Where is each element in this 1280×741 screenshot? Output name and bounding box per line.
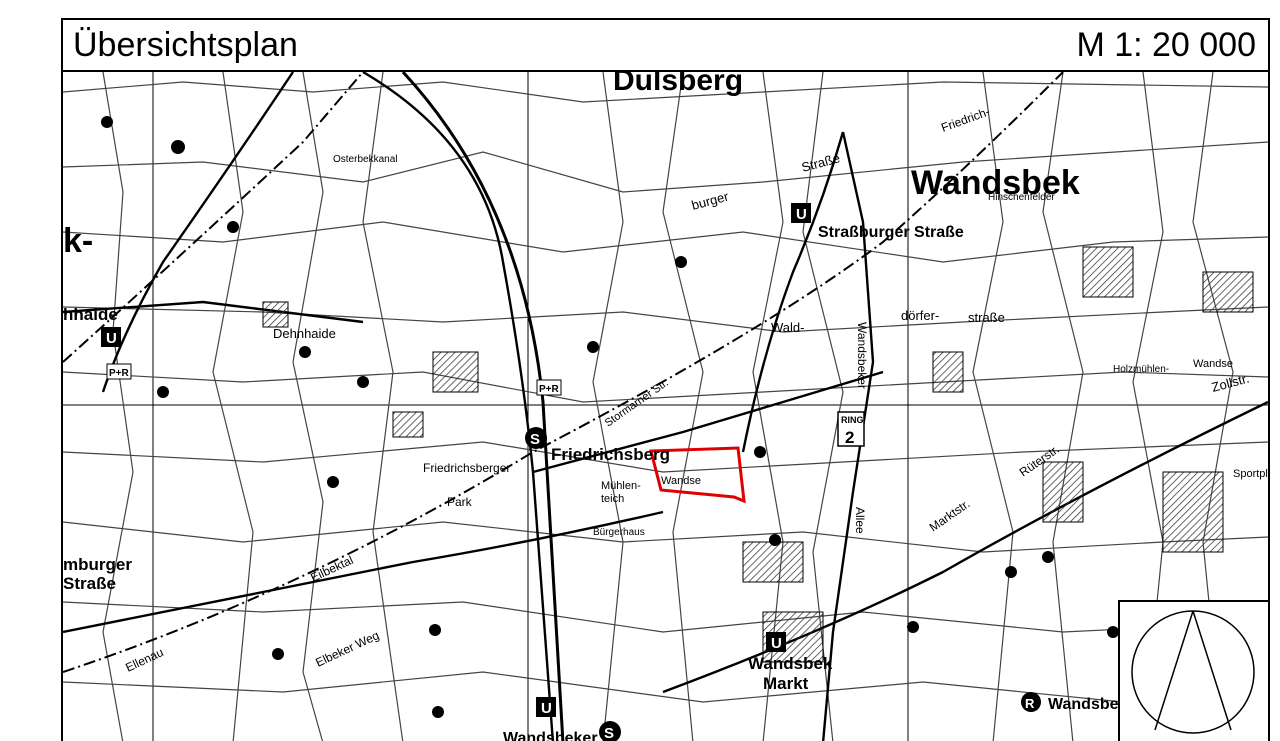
label-hinschenfelder: Hinschenfelder: [988, 192, 1055, 203]
label-wandsbeker: Wandsbeker: [855, 322, 869, 389]
label-muehlenteich-2: teich: [601, 493, 624, 505]
label-elbeker-weg: Elbeker Weg: [313, 628, 381, 670]
label-wald: Wald-: [771, 320, 804, 335]
ring-2-sign: RING 2: [837, 411, 865, 447]
city-map[interactable]: Dulsberg Wandsbek Straßburger Straße Fri…: [63, 72, 1268, 741]
highlighted-area[interactable]: [649, 446, 746, 504]
north-arrow-icon: [1131, 610, 1255, 734]
label-k-edge: k-: [63, 222, 93, 260]
label-burger: burger: [690, 189, 731, 213]
map-frame: Übersichtsplan M 1: 20 000: [61, 18, 1270, 741]
pr-label: P+R: [109, 368, 130, 379]
landmark-symbols: [101, 116, 1119, 718]
s-icon: S: [530, 431, 540, 448]
u-station-south[interactable]: U: [536, 697, 556, 717]
pr-sign-west: P+R: [106, 363, 132, 380]
label-wandse-east: Wandse: [1193, 358, 1233, 370]
railway: [63, 72, 1064, 673]
label-hamburger-edge: mburger: [63, 555, 132, 574]
subway-line: [401, 72, 565, 741]
s-station-south[interactable]: S: [599, 721, 621, 741]
s-icon: S: [604, 725, 614, 741]
label-friedrichsberger-park: Friedrichsberger: [423, 461, 510, 475]
label-sportpl: Sportpl.: [1233, 468, 1268, 480]
u-icon: U: [796, 206, 807, 223]
label-osterbekkanal: Osterbekkanal: [333, 154, 397, 165]
u-icon: U: [106, 330, 117, 347]
label-markstr: Marktstr.: [927, 497, 973, 535]
label-eilbektal: Eilbektal: [308, 553, 355, 585]
label-wandsbek-se: Wandsbe: [1048, 696, 1119, 713]
label-markt: Markt: [763, 674, 809, 693]
label-friedrich: Friedrich-: [939, 104, 991, 134]
label-park: Park: [447, 495, 473, 509]
label-friedrichsberg: Friedrichsberg: [551, 445, 670, 464]
label-strasse-2: Straße: [800, 150, 842, 175]
ring-label: RING: [841, 415, 864, 425]
building-blocks: [262, 246, 1254, 663]
u-station-dehnhaide[interactable]: U: [101, 327, 121, 347]
label-strassburger-station: Straßburger Straße: [818, 224, 964, 241]
label-wandse-red: Wandse: [661, 475, 701, 487]
north-arrow: [1118, 600, 1268, 741]
u-icon: U: [771, 635, 782, 652]
pr-label: P+R: [539, 384, 560, 395]
transit-stations: U U U U S S R: [101, 203, 1041, 741]
label-strasse: straße: [968, 310, 1005, 325]
label-dulsberg: Dulsberg: [613, 72, 743, 97]
label-muehlenteich: Mühlen-: [601, 480, 641, 492]
map-title: Übersichtsplan: [73, 26, 298, 64]
label-allee: Allee: [853, 507, 867, 534]
label-dehnhaide-edge: hhaide: [63, 305, 118, 324]
label-stormarner: Stormarner Str.: [603, 377, 671, 430]
u-station-strassburger[interactable]: U: [791, 203, 811, 223]
map-grid: [63, 72, 1268, 741]
map-header: Übersichtsplan M 1: 20 000: [63, 20, 1268, 72]
u-station-wandsbek-markt[interactable]: U: [766, 632, 786, 652]
r-icon: R: [1025, 696, 1035, 711]
label-buergerhaus: Bürgerhaus: [593, 527, 645, 538]
map-scale: M 1: 20 000: [1076, 26, 1256, 64]
label-doerfer: dörfer-: [901, 308, 939, 323]
r-station-wandsbek[interactable]: R: [1021, 692, 1041, 712]
label-holzmuehlen: Holzmühlen-: [1113, 364, 1169, 375]
map-labels: Dulsberg Wandsbek Straßburger Straße Fri…: [63, 72, 1268, 741]
label-wandsbek: Wandsbek: [911, 164, 1080, 202]
ring-number: 2: [845, 428, 854, 447]
u-icon: U: [541, 700, 552, 717]
label-strasse-edge: Straße: [63, 574, 116, 593]
label-dehnhaide: Dehnhaide: [273, 326, 336, 341]
s-station-friedrichsberg[interactable]: S: [525, 427, 547, 449]
label-wandsbek-markt: Wandsbek: [748, 654, 833, 673]
main-roads: [63, 72, 1268, 741]
street-network: [63, 72, 1268, 741]
label-zollstr: Zollstr.: [1210, 370, 1251, 394]
pr-sign-center: P+R: [536, 379, 562, 396]
label-wandsbek-sw: Wandsbeker: [503, 730, 598, 741]
